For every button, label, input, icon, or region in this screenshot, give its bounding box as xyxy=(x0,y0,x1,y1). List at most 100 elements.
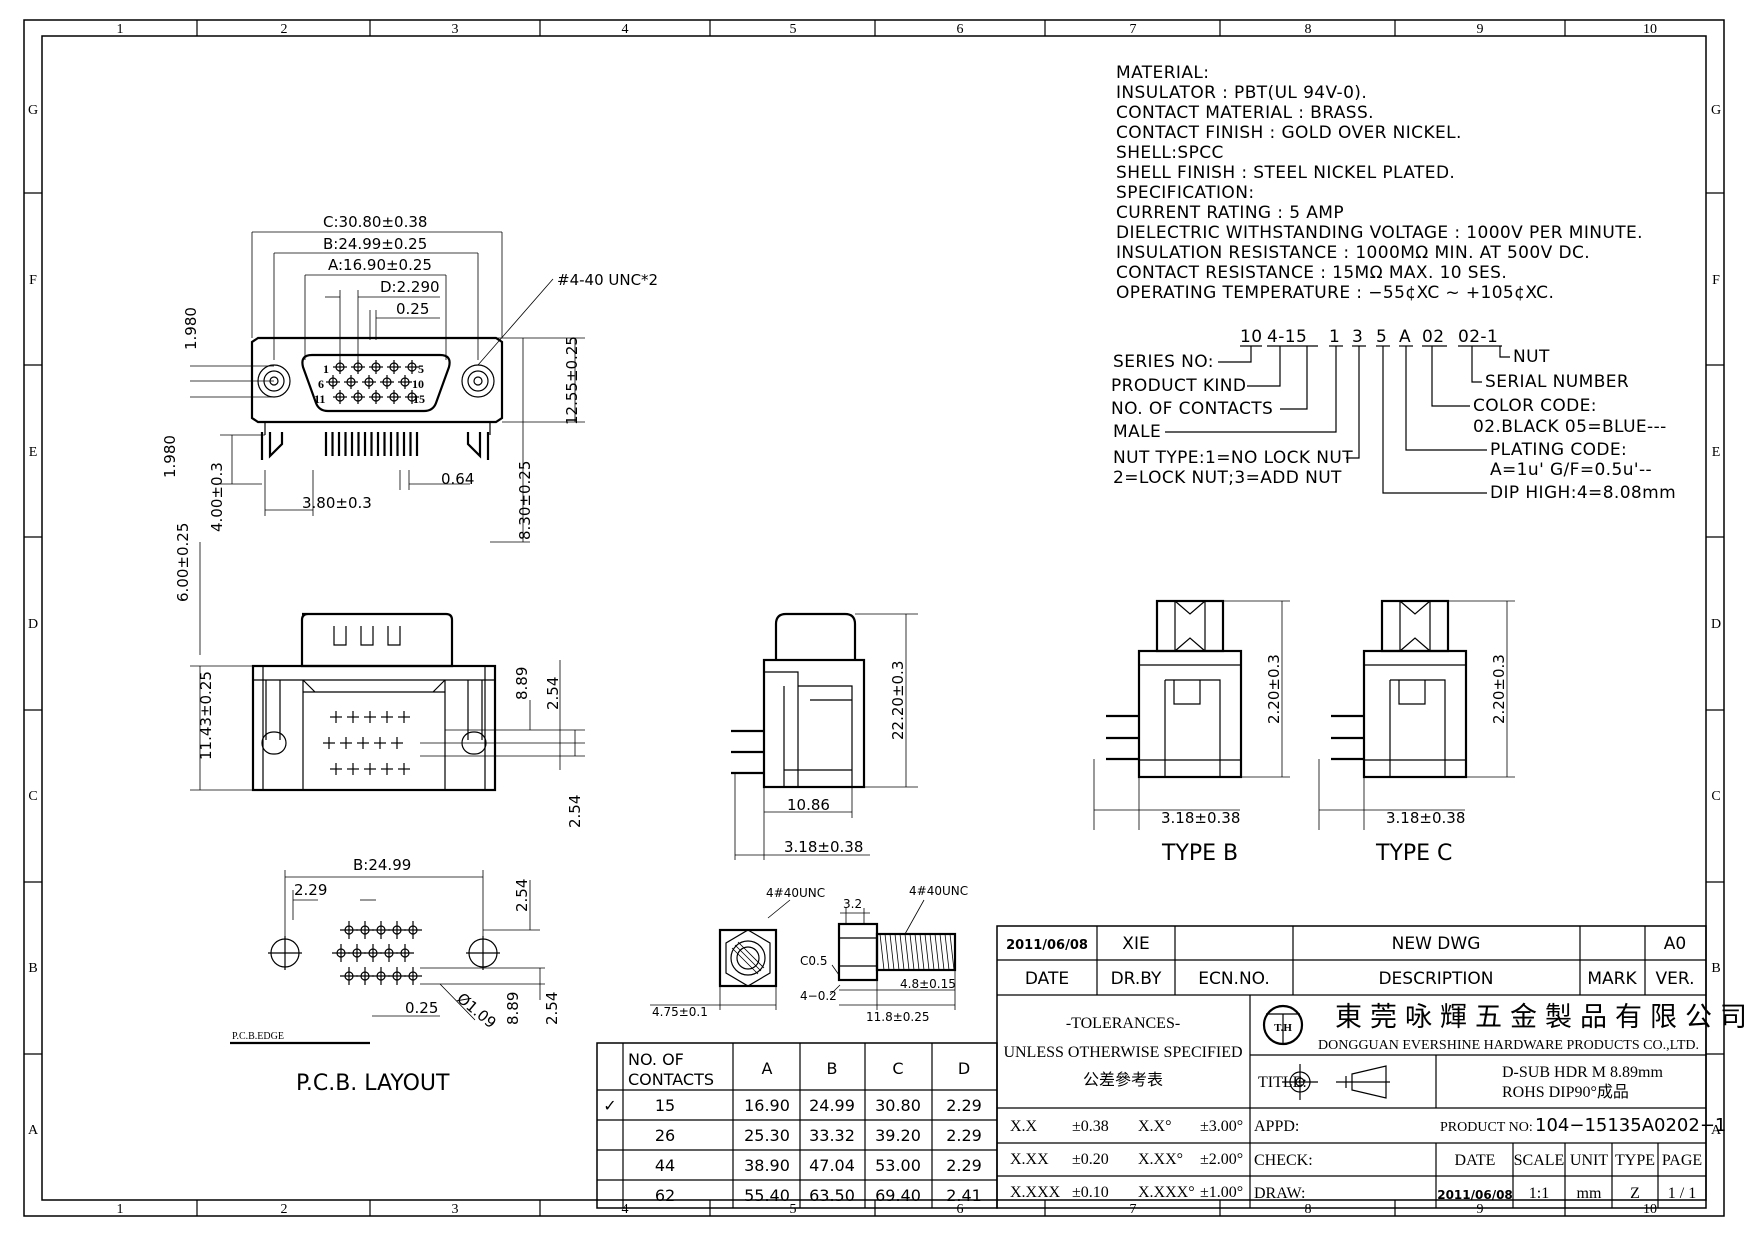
pcb-layout-title: P.C.B. LAYOUT xyxy=(296,1071,450,1096)
code-digit: 4-15 xyxy=(1267,327,1307,347)
col-number: 1 xyxy=(117,22,124,37)
tolerance-a: X.XX xyxy=(1010,1151,1049,1168)
tb-drawer: XIE xyxy=(1122,934,1149,954)
row-letter: B xyxy=(1711,961,1720,976)
code-digit: 1 xyxy=(1329,327,1340,347)
spec-line: CURRENT RATING : 5 AMP xyxy=(1116,203,1344,223)
tb-title-line-1: D-SUB HDR M 8.89mm xyxy=(1502,1064,1663,1081)
table-cell-a: 38.90 xyxy=(744,1156,790,1175)
col-number: 6 xyxy=(957,22,964,37)
pcb-dim-254-a: 2.54 xyxy=(513,879,531,912)
code-nut-label: NUT xyxy=(1513,347,1550,367)
tb-version: A0 xyxy=(1664,934,1686,954)
table-cell-n: 15 xyxy=(655,1096,675,1115)
tb-value-type: Z xyxy=(1630,1185,1640,1202)
tb-title-line-2: ROHS DIP90°成品 xyxy=(1502,1083,1629,1101)
col-number: 8 xyxy=(1305,22,1312,37)
row-letter: D xyxy=(1711,617,1721,632)
code-male-label: MALE xyxy=(1113,422,1161,442)
row-letter: F xyxy=(1712,273,1720,288)
pcb-hole xyxy=(348,944,366,962)
tb-header-description: DESCRIPTION xyxy=(1378,969,1493,989)
col-number: 7 xyxy=(1130,22,1137,37)
part-code-legend: 10 4-15 1 3 5 A 02 02-1 NUT SERIES NO: P… xyxy=(1111,327,1676,503)
tb-value-unit: mm xyxy=(1577,1185,1602,1202)
tolerance-b: ±0.38 xyxy=(1072,1118,1109,1135)
tb-footer-scale: SCALE xyxy=(1514,1152,1565,1169)
pcb-hole xyxy=(396,944,414,962)
table-header-d: D xyxy=(958,1059,970,1078)
bottom-pin xyxy=(391,737,403,749)
type-c-dims xyxy=(1318,600,1515,830)
pcb-hole xyxy=(372,967,390,985)
pcb-hole xyxy=(340,967,358,985)
contact-pin xyxy=(362,375,376,389)
pcb-hole xyxy=(372,921,390,939)
contact-pin xyxy=(387,360,401,374)
spec-line: OPERATING TEMPERATURE : −55¢XC ~ +105¢XC… xyxy=(1116,283,1554,303)
contact-pin xyxy=(351,360,365,374)
dim-48: 4.8±0.15 xyxy=(900,977,956,991)
dim-889: 8.89 xyxy=(513,667,531,700)
col-number: 10 xyxy=(1643,1202,1657,1217)
front-view-dim-labels: C:30.80±0.38 B:24.99±0.25 A:16.90±0.25 D… xyxy=(161,213,658,602)
spec-line: SPECIFICATION: xyxy=(1116,183,1254,203)
col-number: 3 xyxy=(452,1202,459,1217)
standoff-screw-view xyxy=(829,899,957,1010)
tb-appd: APPD: xyxy=(1254,1118,1299,1135)
bottom-pin xyxy=(347,763,359,775)
side-view-dim-labels: 22.20±0.3 10.86 3.18±0.38 xyxy=(784,661,907,856)
pcb-labels: B:24.99 2.29 2.54 0.25 Ø1.09 8.89 2.54 P… xyxy=(232,856,561,1096)
tolerance-c: X.XXX° xyxy=(1138,1184,1195,1201)
column-numbers-bottom: 1 2 3 4 5 6 7 8 9 10 xyxy=(117,1202,1658,1217)
table-cell-d: 2.41 xyxy=(946,1186,982,1205)
contact-pin xyxy=(405,360,419,374)
dim-380: 3.80±0.3 xyxy=(302,494,372,512)
col-number: 9 xyxy=(1477,1202,1484,1217)
row-letter: E xyxy=(29,445,38,460)
col-number: 4 xyxy=(622,22,629,37)
col-number: 10 xyxy=(1643,22,1657,37)
tolerance-c: X.X° xyxy=(1138,1118,1172,1135)
table-header-contacts-2: CONTACTS xyxy=(628,1070,714,1089)
bottom-pin xyxy=(347,711,359,723)
tb-check: CHECK: xyxy=(1254,1152,1313,1169)
row-letter: F xyxy=(29,273,37,288)
bottom-pin-grid xyxy=(323,711,410,775)
tb-footer-type: TYPE xyxy=(1615,1152,1655,1169)
table-cell-n: 26 xyxy=(655,1126,675,1145)
dim-2220: 22.20±0.3 xyxy=(889,661,907,740)
logo-text: T.H xyxy=(1274,1022,1292,1034)
row-letter: E xyxy=(1712,445,1721,460)
table-cell-d: 2.29 xyxy=(946,1156,982,1175)
tolerance-d: ±2.00° xyxy=(1200,1151,1243,1168)
spec-line: CONTACT FINISH : GOLD OVER NICKEL. xyxy=(1116,123,1462,143)
part-code-leaders xyxy=(1165,345,1510,494)
pin-label: 6 xyxy=(318,377,324,391)
bottom-pin xyxy=(364,711,376,723)
row-letter: A xyxy=(1711,1123,1722,1138)
col-number: 1 xyxy=(117,1202,124,1217)
code-series-label: SERIES NO: xyxy=(1113,352,1214,372)
col-number: 2 xyxy=(281,1202,288,1217)
contact-pin xyxy=(344,375,358,389)
bottom-pin xyxy=(330,711,342,723)
dim-318: 3.18±0.38 xyxy=(784,838,863,856)
dim-600: 6.00±0.25 xyxy=(174,523,192,602)
tolerance-b: ±0.10 xyxy=(1072,1184,1109,1201)
tolerance-d: ±3.00° xyxy=(1200,1118,1243,1135)
tb-footer-date: DATE xyxy=(1455,1152,1496,1169)
row-letter: A xyxy=(28,1123,39,1138)
pcb-hole xyxy=(388,967,406,985)
spec-line: SHELL FINISH : STEEL NICKEL PLATED. xyxy=(1116,163,1455,183)
pin-label: 1 xyxy=(323,362,329,376)
code-digit: 02 xyxy=(1422,327,1444,347)
hardware-labels: 4#40UNC 4#40UNC 3.2 C0.5 4.75±0.1 4−0.2 … xyxy=(652,884,968,1024)
front-tails xyxy=(324,432,419,456)
code-digit: A xyxy=(1399,327,1411,347)
side-view xyxy=(731,612,866,789)
col-number: 4 xyxy=(622,1202,629,1217)
contact-pin xyxy=(326,375,340,389)
type-c-width: 3.18±0.38 xyxy=(1386,809,1465,827)
